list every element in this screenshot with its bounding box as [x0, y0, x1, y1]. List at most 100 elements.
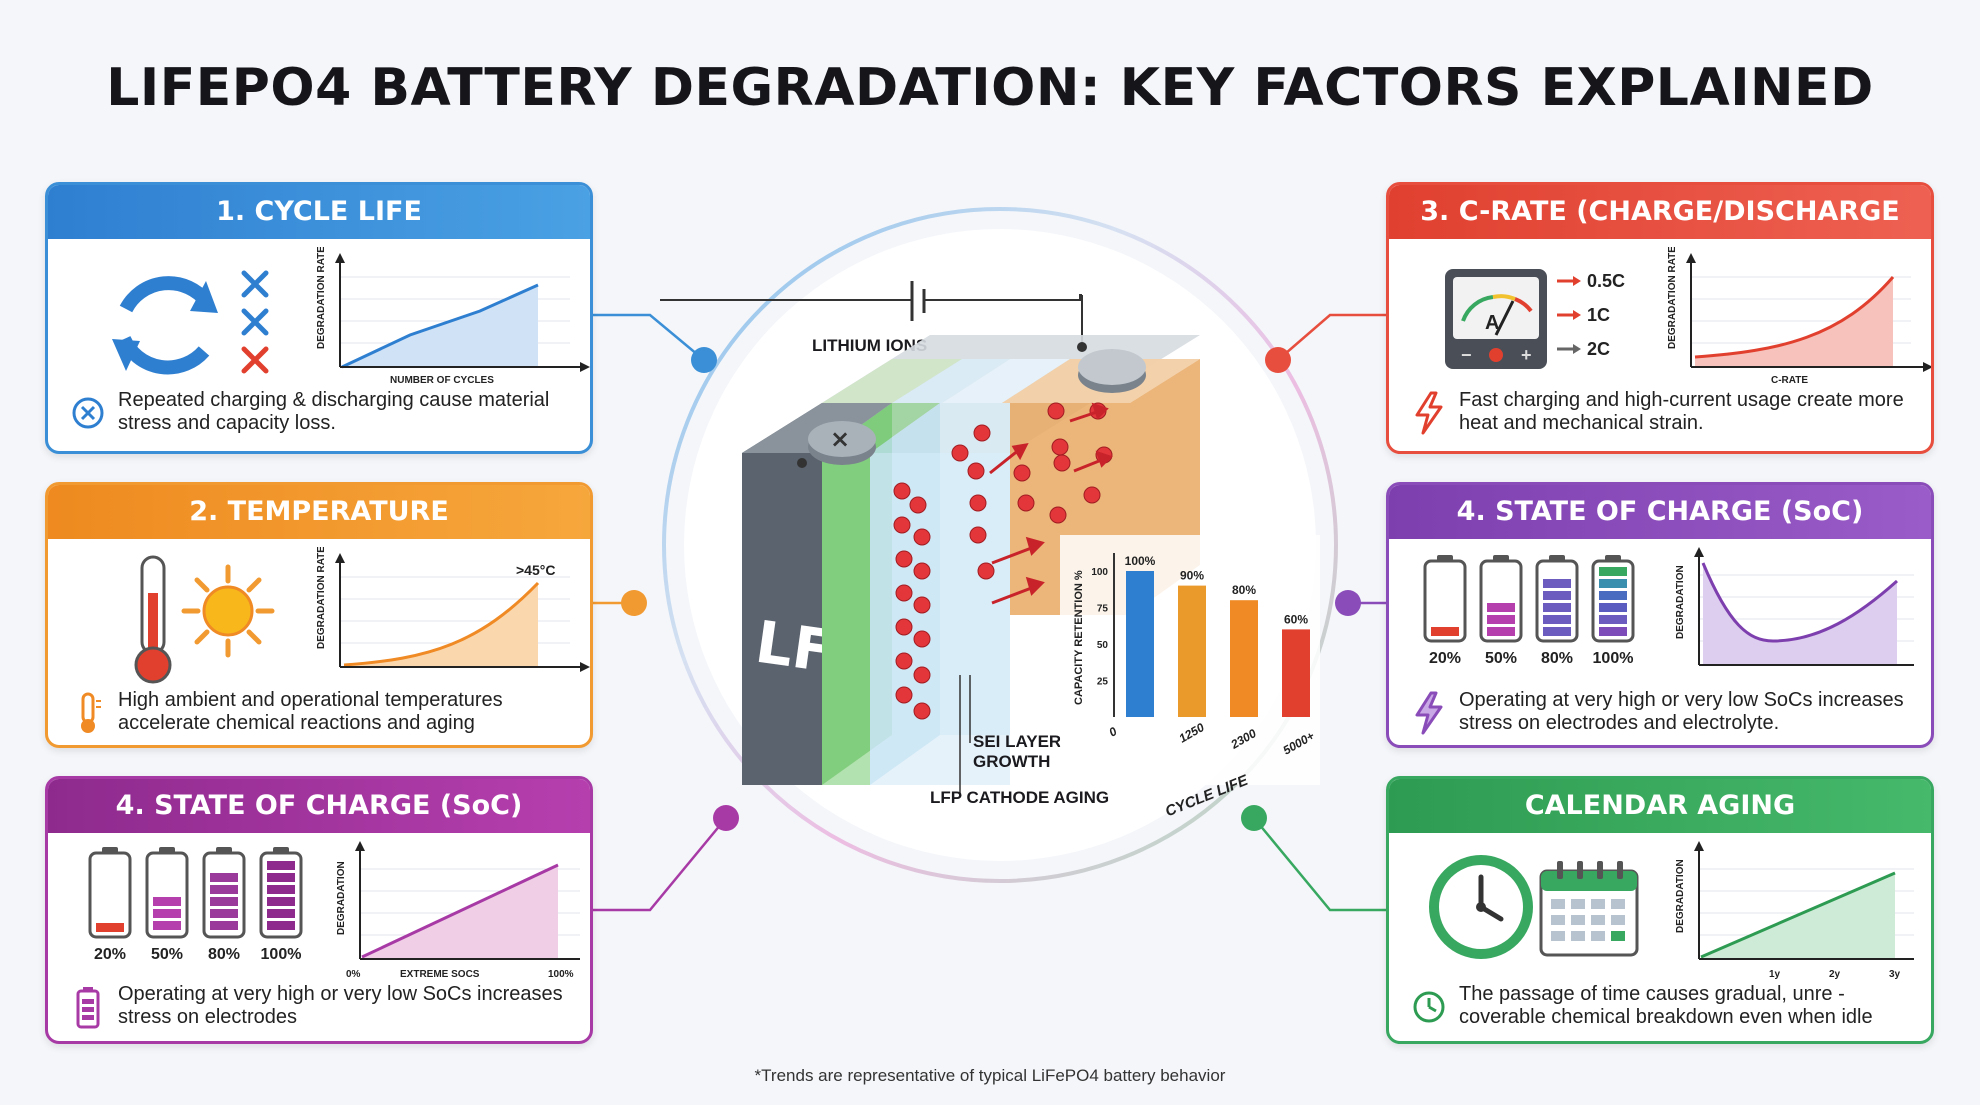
- footnote: *Trends are representative of typical Li…: [754, 1066, 1226, 1085]
- soc-right-card: 4. STATE OF CHARGE (SoC): [1386, 482, 1934, 748]
- thermometer-icon: [134, 555, 172, 684]
- calendar-connector-dot: [1241, 805, 1267, 831]
- soc-left-ylabel: DEGRADATION: [336, 861, 347, 935]
- temperature-threshold: >45°C: [516, 562, 555, 578]
- c-rate-connector-dot: [1265, 347, 1291, 373]
- soc-right-level-20: 20%: [1429, 650, 1461, 667]
- c-rate-title: 3. C-RATE (CHARGE/DISCHARGE RATE): [1389, 185, 1931, 281]
- sei-layer-label-line1: SEI LAYER: [973, 732, 1061, 751]
- soc-left-battery-icons: 20% 50% 80% 100%: [88, 847, 303, 963]
- c-rate-level-0: 0.5C: [1587, 271, 1625, 291]
- c-rate-ylabel: DEGRADATION RATE: [1667, 247, 1678, 349]
- battery-20-icon: [88, 847, 132, 939]
- clock-icon: [1429, 855, 1533, 959]
- c-rate-level-2: 2C: [1587, 339, 1610, 359]
- lfp-cathode-aging-label: LFP CATHODE AGING: [930, 788, 1109, 807]
- soc-right-ylabel: DEGRADATION: [1675, 565, 1686, 639]
- soc-right-title: 4. STATE OF CHARGE (SoC): [1389, 485, 1931, 539]
- battery-20-icon: [1423, 555, 1467, 643]
- capacity-retention-value-label: 60%: [1284, 612, 1308, 626]
- soc-left-level-100: 100%: [261, 946, 302, 963]
- capacity-retention-value-label: 90%: [1180, 569, 1204, 583]
- cycle-life-description: Repeated charging & discharging cause ma…: [118, 389, 550, 434]
- soc-right-level-100: 100%: [1593, 650, 1634, 667]
- lightning-icon: [1415, 391, 1443, 435]
- soc-right-connector-dot: [1335, 590, 1361, 616]
- soc-right-description: Operating at very high or very low SoCs …: [1459, 689, 1904, 734]
- capacity-retention-ytick: 100: [1091, 567, 1108, 578]
- capacity-retention-bar: [1282, 629, 1310, 717]
- soc-left-x-start: 0%: [346, 969, 361, 980]
- capacity-retention-value-label: 100%: [1125, 554, 1156, 568]
- soc-left-level-50: 50%: [151, 946, 183, 963]
- calendar-aging-description: The passage of time causes gradual, unre…: [1459, 983, 1873, 1028]
- soc-left-mini-chart: DEGRADATION 0% EXTREME SOCS 100%: [336, 841, 580, 980]
- battery-50-icon: [145, 847, 189, 939]
- temperature-card: 2. TEMPERATURE DEGRADATION RATE >: [45, 482, 593, 748]
- soc-left-level-80: 80%: [208, 946, 240, 963]
- clock-small-icon: [1413, 991, 1445, 1023]
- svg-text:+: +: [1521, 345, 1532, 365]
- page-title: LIFEPO4 BATTERY DEGRADATION: KEY FACTORS…: [106, 58, 1874, 118]
- cycle-life-mini-chart: DEGRADATION RATE NUMBER OF CYCLES: [316, 247, 590, 386]
- calendar-year-2: 2y: [1829, 969, 1841, 980]
- capacity-retention-bar: [1230, 600, 1258, 717]
- battery-80-icon: [1535, 555, 1579, 643]
- soc-left-x-end: 100%: [548, 969, 574, 980]
- capacity-retention-ylabel: CAPACITY RETENTION %: [1073, 570, 1085, 705]
- capacity-retention-chart: CAPACITY RETENTION % 25 50 75 100 100% 90% 80…: [1060, 535, 1320, 820]
- cycle-arrows-icon: [112, 276, 218, 375]
- c-rate-levels: 0.5C 1C 2C: [1557, 271, 1625, 359]
- sun-icon: [181, 564, 275, 658]
- soc-left-description: Operating at very high or very low SoCs …: [118, 983, 563, 1028]
- capacity-retention-value-label: 80%: [1232, 583, 1256, 597]
- c-rate-xlabel: C-RATE: [1771, 375, 1808, 386]
- capacity-retention-ytick: 75: [1097, 604, 1109, 615]
- battery-small-icon: [76, 987, 100, 1029]
- temperature-title: 2. TEMPERATURE: [48, 485, 590, 539]
- capacity-retention-ytick: 25: [1097, 677, 1109, 688]
- capacity-retention-bar: [1126, 571, 1154, 717]
- soc-right-level-80: 80%: [1541, 650, 1573, 667]
- ammeter-symbol: A: [1485, 312, 1499, 334]
- cross-marks-icon: [241, 270, 269, 374]
- calendar-ylabel: DEGRADATION: [1675, 859, 1686, 933]
- cycle-life-card: 1. CYCLE LIFE DEGRADATION RATE NUMBER OF…: [45, 182, 593, 454]
- cycle-connector-dot: [691, 347, 717, 373]
- lfp-cell-illustration: LITHIUM IONS LFP × SEI LAYER GROWTH: [660, 281, 1320, 820]
- svg-text:×: ×: [830, 425, 850, 453]
- c-rate-card: 3. C-RATE (CHARGE/DISCHARGE RATE) A − + …: [1386, 182, 1934, 454]
- lightning-icon: [1415, 691, 1443, 735]
- recycle-x-icon: [72, 397, 104, 429]
- temperature-mini-chart: DEGRADATION RATE >45°C: [316, 547, 590, 672]
- calendar-aging-card: CALENDAR AGING DEGRADATION: [1386, 776, 1934, 1044]
- c-rate-description: Fast charging and high-current usage cre…: [1459, 389, 1904, 434]
- sei-layer-label-line2: GROWTH: [973, 752, 1050, 771]
- battery-50-icon: [1479, 555, 1523, 643]
- soc-left-title: 4. STATE OF CHARGE (SoC): [48, 779, 590, 833]
- battery-100-icon: [1591, 555, 1635, 643]
- cycle-life-xlabel: NUMBER OF CYCLES: [390, 375, 494, 386]
- temperature-ylabel: DEGRADATION RATE: [316, 547, 327, 649]
- temperature-connector-dot: [621, 590, 647, 616]
- c-rate-mini-chart: DEGRADATION RATE C-RATE: [1667, 247, 1931, 386]
- battery-100-icon: [259, 847, 303, 939]
- soc-left-level-20: 20%: [94, 946, 126, 963]
- soc-left-xlabel: EXTREME SOCS: [400, 969, 480, 980]
- soc-right-battery-icons: 20% 50% 80% 100%: [1423, 555, 1635, 667]
- temperature-description: High ambient and operational temperature…: [118, 689, 503, 734]
- calendar-aging-title: CALENDAR AGING: [1389, 779, 1931, 833]
- center-ring: [662, 207, 1338, 883]
- cycle-life-ylabel: DEGRADATION RATE: [316, 247, 327, 349]
- capacity-retention-bar: [1178, 585, 1206, 717]
- lithium-ions-label: LITHIUM IONS: [812, 336, 927, 355]
- svg-text:−: −: [1461, 345, 1472, 365]
- soc-right-level-50: 50%: [1485, 650, 1517, 667]
- c-rate-level-1: 1C: [1587, 305, 1610, 325]
- soc-right-mini-chart: DEGRADATION: [1675, 547, 1914, 666]
- cycle-life-title: 1. CYCLE LIFE: [48, 185, 590, 239]
- calendar-year-1: 1y: [1769, 969, 1781, 980]
- calendar-mini-chart: DEGRADATION 1y 2y 3y: [1675, 841, 1914, 980]
- capacity-retention-ytick: 50: [1097, 640, 1109, 651]
- ammeter-icon: A − +: [1445, 269, 1547, 369]
